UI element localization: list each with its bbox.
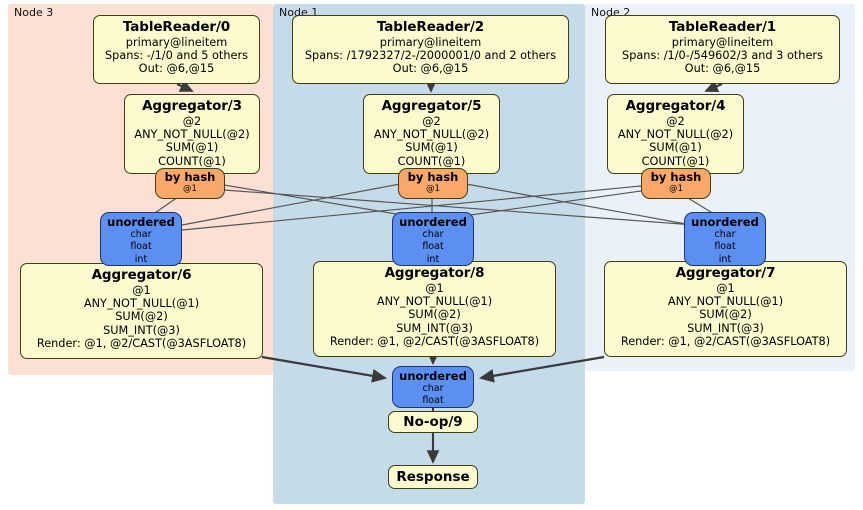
processor-detail-line: @2 <box>422 115 441 128</box>
output-router-byhash-node3[interactable]: by hash@1 <box>155 168 225 199</box>
processor-detail-line: Render: @1, @2/CAST(@3ASFLOAT8) <box>620 334 831 348</box>
processor-detail-line: ANY_NOT_NULL(@2) <box>134 128 250 142</box>
processor-detail-line: SUM(@2) <box>699 308 752 322</box>
processor-detail-line: Render: @1, @2/CAST(@3ASFLOAT8) <box>36 336 247 350</box>
processor-title: TableReader/1 <box>668 19 777 35</box>
processor-detail-line: primary@lineitem <box>671 36 774 49</box>
node-panel-label-node3: Node 3 <box>14 6 54 19</box>
processor-detail-line: SUM_INT(@3) <box>396 321 473 335</box>
processor-detail-line: Out: @6,@15 <box>138 62 215 76</box>
processor-detail-line: COUNT(@1) <box>397 154 466 168</box>
processor-detail-line: Spans: /1/0-/549602/3 and 3 others <box>622 49 823 63</box>
processor-detail-line: ANY_NOT_NULL(@1) <box>667 295 784 309</box>
processor-title: Aggregator/4 <box>625 98 726 114</box>
processor-detail-line: SUM(@1) <box>165 141 219 155</box>
router-title: by hash <box>407 170 459 184</box>
processor-detail-line: ANY_NOT_NULL(@1) <box>376 295 493 309</box>
processor-detail-line: @2 <box>666 115 685 128</box>
syncer-column-type: char <box>422 382 444 394</box>
processor-detail-line: ANY_NOT_NULL(@2) <box>373 128 490 142</box>
output-router-byhash-node1[interactable]: by hash@1 <box>398 168 468 199</box>
processor-detail-line: Out: @6,@15 <box>684 62 761 76</box>
processor-detail-line: Spans: -/1/0 and 5 others <box>105 49 248 63</box>
processor-title: Aggregator/7 <box>675 265 776 281</box>
syncer-column-type: int <box>426 253 440 265</box>
router-hash-column: @1 <box>669 184 683 194</box>
syncer-column-type: float <box>714 241 736 252</box>
syncer-column-type: char <box>422 228 444 240</box>
processor-detail-line: @1 <box>132 284 151 297</box>
processor-detail-line: SUM(@1) <box>649 141 702 155</box>
processor-title: Aggregator/8 <box>384 265 485 281</box>
syncer-title: unordered <box>399 369 467 383</box>
processor-box-response[interactable]: Response <box>388 465 478 489</box>
syncer-column-type: int <box>134 253 148 265</box>
syncer-title: unordered <box>691 215 759 229</box>
processor-detail-line: COUNT(@1) <box>641 154 710 168</box>
processor-detail-line: Render: @1, @2/CAST(@3ASFLOAT8) <box>329 334 540 348</box>
syncer-column-type: char <box>714 228 736 240</box>
processor-detail-line: COUNT(@1) <box>158 154 226 168</box>
processor-detail-line: SUM(@1) <box>405 141 458 155</box>
processor-detail-line: @1 <box>716 282 735 295</box>
router-hash-column: @1 <box>183 184 197 194</box>
processor-detail-line: ANY_NOT_NULL(@2) <box>617 128 734 142</box>
processor-detail-line: SUM(@2) <box>408 308 461 322</box>
processor-title: TableReader/2 <box>376 19 485 35</box>
processor-detail-line: @1 <box>425 282 444 295</box>
syncer-column-type: float <box>422 241 444 252</box>
processor-title: Aggregator/5 <box>381 98 482 114</box>
processor-title: Aggregator/6 <box>91 267 192 283</box>
processor-detail-line: Out: @6,@15 <box>392 62 469 76</box>
router-hash-column: @1 <box>426 184 440 194</box>
processor-detail-line: SUM(@2) <box>115 310 168 324</box>
syncer-column-type: int <box>718 253 732 265</box>
processor-detail-line: SUM_INT(@3) <box>687 321 764 335</box>
processor-detail-line: SUM_INT(@3) <box>103 323 180 337</box>
processor-title: TableReader/0 <box>122 19 231 35</box>
processor-detail-line: primary@lineitem <box>125 36 228 49</box>
output-router-byhash-node2[interactable]: by hash@1 <box>641 168 711 199</box>
router-title: by hash <box>650 170 702 184</box>
syncer-column-type: float <box>130 241 152 252</box>
syncer-column-type: char <box>130 228 152 240</box>
router-title: by hash <box>164 170 216 184</box>
syncer-title: unordered <box>107 215 175 229</box>
syncer-title: unordered <box>399 215 467 229</box>
syncer-column-type: float <box>422 395 444 406</box>
processor-box-noop9[interactable]: No-op/9 <box>388 411 478 433</box>
processor-detail-line: ANY_NOT_NULL(@1) <box>83 297 200 311</box>
processor-detail-line: Spans: /1792327/2-/2000001/0 and 2 other… <box>304 49 557 63</box>
processor-detail-line: primary@lineitem <box>379 36 482 49</box>
processor-title: Aggregator/3 <box>142 98 242 114</box>
processor-detail-line: @2 <box>182 115 202 128</box>
